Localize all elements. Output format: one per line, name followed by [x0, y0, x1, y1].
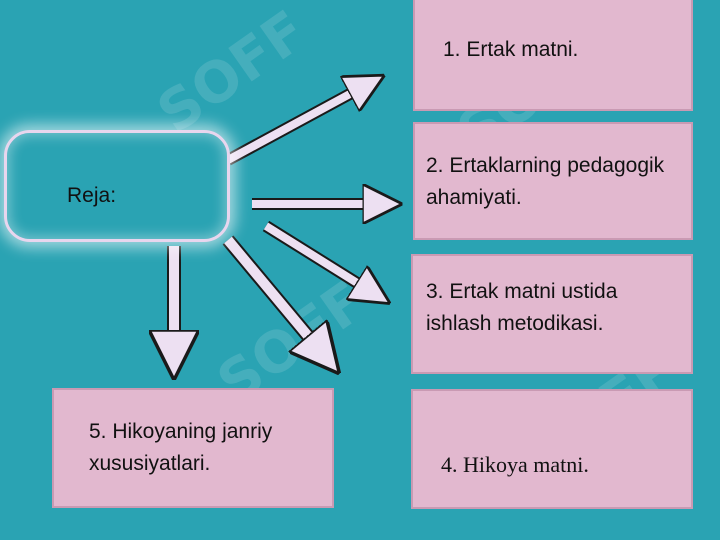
item-3-text-line-2: ishlash metodikasi. — [426, 312, 604, 335]
item-5-text-line-1: 5. Hikoyaning janriy — [89, 420, 273, 443]
item-box-1: 1. Ertak matni. — [413, 0, 693, 111]
item-box-3: 3. Ertak matni ustida ishlash metodikasi… — [411, 254, 693, 374]
item-box-5: 5. Hikoyaning janriy xususiyatlari. — [52, 388, 334, 508]
item-2-text-line-1: 2. Ertaklarning pedagogik — [426, 154, 665, 177]
item-2-text-line-2: ahamiyati. — [426, 186, 522, 209]
item-5-text-line-2: xususiyatlari. — [89, 452, 211, 475]
item-box-4: 4. Hikoya matni. — [411, 389, 693, 509]
hub-label: Reja: — [67, 184, 117, 207]
item-3-text-line-1: 3. Ertak matni ustida — [426, 280, 618, 303]
item-1-text: 1. Ertak matni. — [443, 38, 579, 61]
item-4-text: 4. Hikoya matni. — [441, 452, 589, 477]
item-box-2: 2. Ertaklarning pedagogik ahamiyati. — [413, 122, 693, 240]
hub-box: Reja: — [4, 130, 230, 242]
